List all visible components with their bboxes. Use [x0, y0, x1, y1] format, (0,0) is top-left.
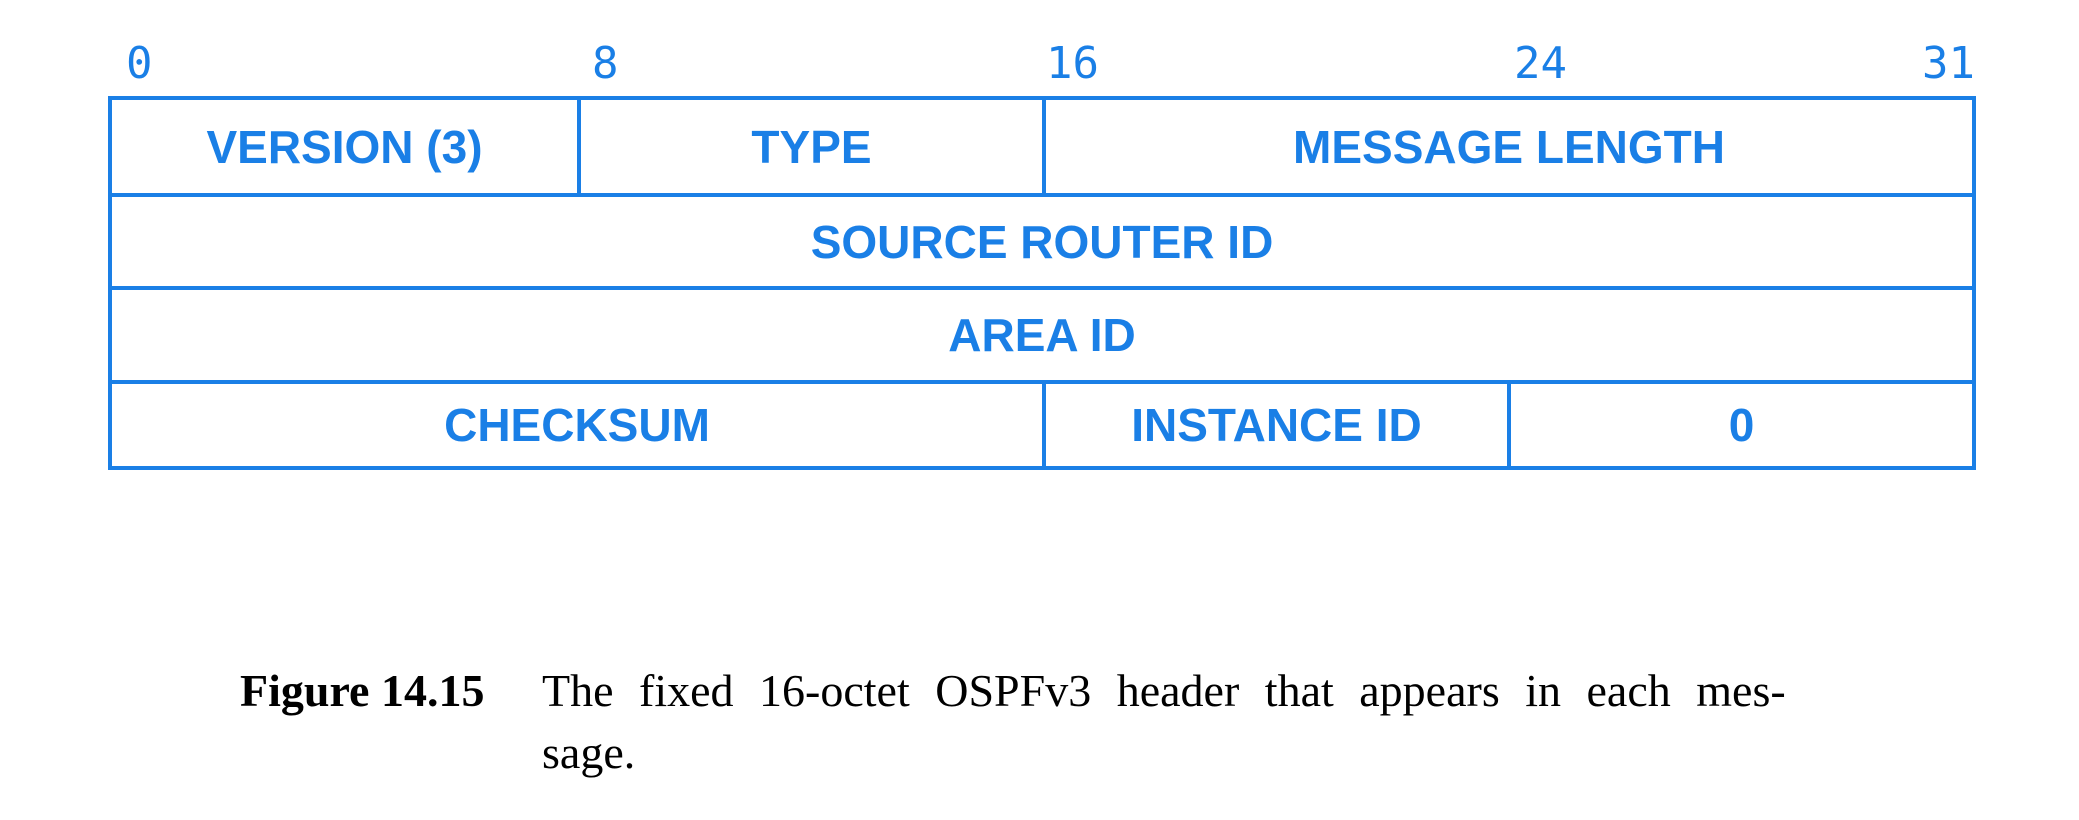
- field-zero: 0: [1507, 384, 1972, 466]
- header-row-2: SOURCE ROUTER ID: [112, 193, 1972, 286]
- field-area-id: AREA ID: [948, 309, 1136, 361]
- caption-line-2: sage.: [542, 727, 636, 778]
- field-checksum: CHECKSUM: [444, 399, 710, 451]
- field-instance-id: INSTANCE ID: [1042, 384, 1507, 466]
- bit-label-16: 16: [1046, 38, 1099, 89]
- header-row-1: VERSION (3) TYPE MESSAGE LENGTH: [112, 100, 1972, 193]
- header-row-4: CHECKSUM INSTANCE ID 0: [112, 380, 1972, 466]
- header-row-3: AREA ID: [112, 286, 1972, 380]
- bit-label-8: 8: [592, 38, 619, 89]
- field-version: VERSION (3): [206, 120, 483, 173]
- field-source-router-id: SOURCE ROUTER ID: [810, 215, 1274, 268]
- field-type: TYPE: [577, 100, 1042, 193]
- bit-label-24: 24: [1514, 38, 1567, 89]
- bit-label-0: 0: [126, 38, 153, 89]
- bit-label-31: 31: [1922, 38, 1975, 89]
- ospfv3-header-diagram: VERSION (3) TYPE MESSAGE LENGTH SOURCE R…: [108, 96, 1976, 470]
- field-message-length: MESSAGE LENGTH: [1042, 100, 1972, 193]
- caption-line-1: The fixed 16-octet OSPFv3 header that ap…: [542, 665, 1786, 716]
- figure-number: Figure 14.15: [240, 665, 485, 716]
